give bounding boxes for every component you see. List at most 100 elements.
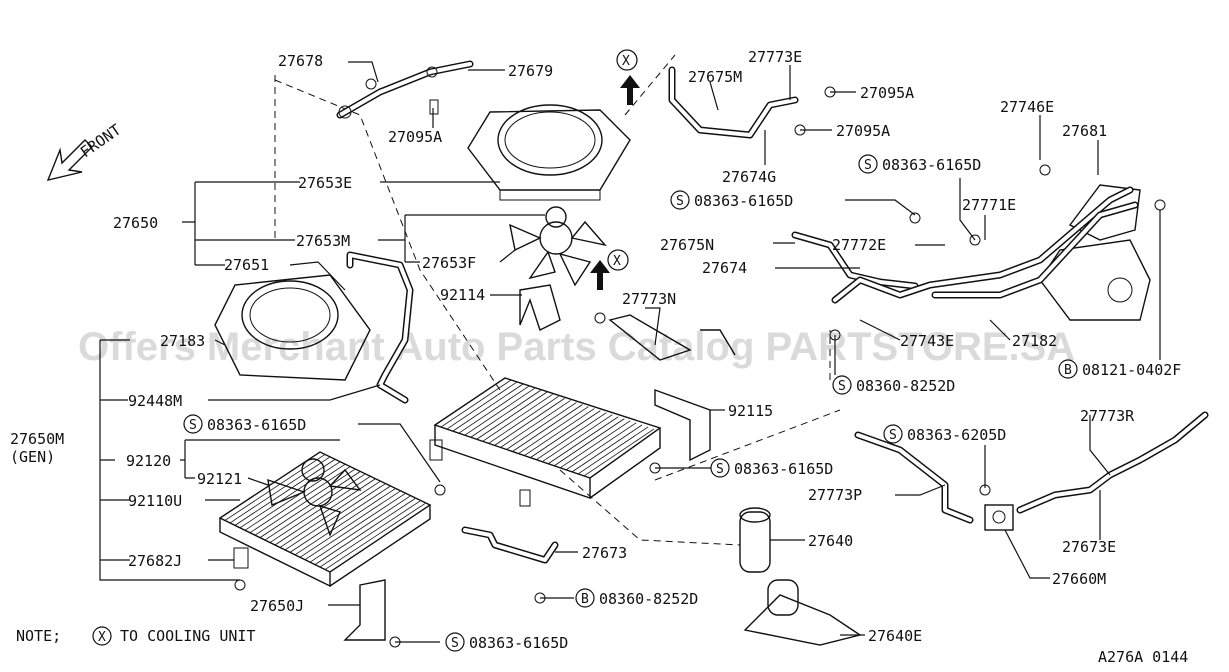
pipe-27675M: [668, 66, 799, 139]
up-arrow-icon-top: [620, 75, 640, 105]
label-92120: 92120: [126, 452, 171, 470]
label-27678: 27678: [278, 52, 323, 70]
note-symbol: X: [98, 630, 106, 645]
svg-text:08363-6165D: 08363-6165D: [469, 634, 568, 652]
note-prefix: NOTE;: [16, 627, 61, 645]
label-27650J: 27650J: [250, 597, 304, 615]
sub-radiator: [218, 451, 432, 588]
label-27682J: 27682J: [128, 552, 182, 570]
front-label: FRONT: [77, 121, 124, 162]
svg-text:08121-0402F: 08121-0402F: [1082, 361, 1181, 379]
svg-text:S: S: [716, 462, 724, 477]
label-27095A-right: 27095A: [836, 122, 890, 140]
label-27743E: 27743E: [900, 332, 954, 350]
watermark: Offers Merchant Auto Parts Catalog PARTS…: [78, 325, 1075, 369]
pipe-27773P: [854, 431, 974, 524]
svg-text:08360-8252D: 08360-8252D: [856, 377, 955, 395]
hose-27678: [336, 60, 474, 119]
label-27182: 27182: [1012, 332, 1057, 350]
label-92114: 92114: [440, 286, 485, 304]
fastener-s-08363-6165D-top: S 08363-6165D: [858, 154, 981, 174]
svg-text:08363-6165D: 08363-6165D: [207, 416, 306, 434]
label-27773P: 27773P: [808, 486, 862, 504]
label-27746E: 27746E: [1000, 98, 1054, 116]
bracket-27773N: [608, 314, 736, 361]
svg-text:X: X: [613, 254, 621, 269]
fastener-s-08363-6165D-left: S 08363-6165D: [183, 414, 306, 434]
svg-text:08363-6165D: 08363-6165D: [882, 156, 981, 174]
label-27650M: 27650M: [10, 430, 64, 448]
hose-92448M: [346, 251, 414, 404]
fastener-s-08363-6165D-center: S 08363-6165D: [710, 458, 833, 478]
label-27653E: 27653E: [298, 174, 352, 192]
label-27660M: 27660M: [1052, 570, 1106, 588]
label-27773R: 27773R: [1080, 407, 1135, 425]
note-text: TO COOLING UNIT: [120, 627, 255, 645]
svg-text:08363-6165D: 08363-6165D: [694, 192, 793, 210]
svg-text:S: S: [864, 158, 872, 173]
label-27675M: 27675M: [688, 68, 742, 86]
label-27095A-top: 27095A: [860, 84, 914, 102]
up-arrow-icon-mid: [590, 260, 610, 290]
leader-lines: [99, 61, 1161, 643]
pipe-27675N: [791, 231, 919, 290]
bracket-27650J: [343, 579, 386, 641]
diagram-code: A276A 0144: [1098, 648, 1188, 666]
svg-text:S: S: [451, 636, 459, 651]
note: NOTE; X TO COOLING UNIT: [16, 626, 255, 646]
label-27653F: 27653F: [422, 254, 476, 272]
label-27772E: 27772E: [832, 236, 886, 254]
bracket-92114: [519, 284, 561, 331]
svg-text:B: B: [581, 592, 589, 607]
pipe-27773R: [1016, 411, 1209, 514]
label-92110U: 92110U: [128, 492, 182, 510]
fastener-labels: S 08363-6165D S 08363-6165D S 08363-6165…: [183, 154, 1181, 652]
svg-text:B: B: [1064, 363, 1072, 378]
fastener-s-08363-6165D-bottom: S 08363-6165D: [445, 632, 568, 652]
label-gen: (GEN): [10, 448, 55, 466]
label-27681: 27681: [1062, 122, 1107, 140]
label-27651: 27651: [224, 256, 269, 274]
label-27675N: 27675N: [660, 236, 714, 254]
label-27673E: 27673E: [1062, 538, 1116, 556]
fan-motor: [509, 206, 607, 287]
svg-text:08363-6205D: 08363-6205D: [907, 426, 1006, 444]
receiver-drier: [739, 507, 862, 646]
label-27674G: 27674G: [722, 168, 776, 186]
label-27640E: 27640E: [868, 627, 922, 645]
label-27674: 27674: [702, 259, 747, 277]
bracket-92115: [654, 389, 711, 462]
cooling-unit-marker-top: X: [616, 49, 638, 71]
cooling-unit-marker-mid: X: [607, 249, 629, 271]
sub-fan: [267, 458, 362, 537]
fastener-b-08121-0402F: B 08121-0402F: [1058, 359, 1181, 379]
label-27673: 27673: [582, 544, 627, 562]
label-27653M: 27653M: [296, 232, 350, 250]
pipe-27674: [831, 186, 1139, 304]
svg-text:S: S: [889, 428, 897, 443]
fastener-s-08360-8252D: S 08360-8252D: [832, 375, 955, 395]
fan-shroud-upper: [467, 104, 631, 201]
label-92448M: 92448M: [128, 392, 182, 410]
svg-text:08360-8252D: 08360-8252D: [599, 590, 698, 608]
label-27640: 27640: [808, 532, 853, 550]
svg-text:S: S: [676, 194, 684, 209]
label-27771E: 27771E: [962, 196, 1016, 214]
svg-text:X: X: [622, 54, 630, 69]
routing-dashed-lines: [274, 54, 841, 546]
svg-text:08363-6165D: 08363-6165D: [734, 460, 833, 478]
compressor-assembly: [1039, 184, 1151, 321]
label-27650: 27650: [113, 214, 158, 232]
label-27773N: 27773N: [622, 290, 676, 308]
svg-text:S: S: [189, 418, 197, 433]
label-27095A-left: 27095A: [388, 128, 442, 146]
svg-text:S: S: [838, 379, 846, 394]
part-labels: 27678 27679 27095A 27653E 27650 27653M 2…: [10, 48, 1135, 645]
fastener-b-08360-8252D: B 08360-8252D: [575, 588, 698, 608]
pipe-27673: [461, 526, 559, 564]
label-27183: 27183: [160, 332, 205, 350]
fan-shroud-lower: [214, 274, 371, 381]
label-92115: 92115: [728, 402, 773, 420]
valve-27660M: [984, 504, 1014, 531]
